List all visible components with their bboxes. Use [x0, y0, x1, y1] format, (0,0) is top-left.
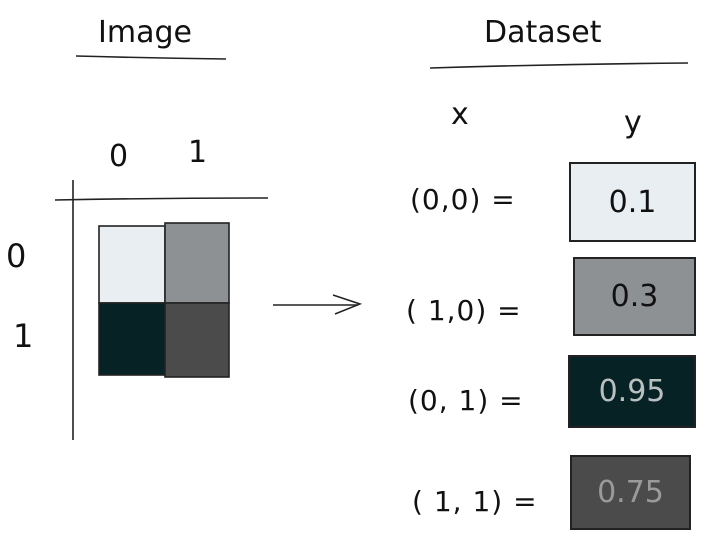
dataset-value: 0.95 — [598, 374, 666, 409]
image-col-label-0: 0 — [109, 139, 129, 174]
dataset-value-box: 0.75 — [570, 455, 691, 530]
pixel-cell-1-1 — [164, 302, 230, 378]
pixel-cell-1-0 — [164, 222, 230, 304]
image-title: Image — [98, 15, 192, 50]
dataset-row-coord: ( 1,0) = — [406, 294, 522, 327]
grid-horizontal-axis — [54, 197, 269, 201]
image-title-underline — [75, 55, 227, 60]
dataset-value-box: 0.1 — [569, 162, 696, 242]
image-col-label-1: 1 — [188, 135, 208, 170]
image-row-label-0: 0 — [6, 237, 27, 275]
dataset-row-coord: (0,0) = — [410, 183, 516, 216]
pixel-cell-0-0 — [98, 225, 166, 304]
image-row-label-1: 1 — [13, 317, 34, 355]
dataset-value-box: 0.95 — [568, 355, 696, 428]
dataset-col-x: x — [451, 97, 469, 132]
dataset-row-coord: ( 1, 1) = — [412, 485, 538, 518]
pixel-cell-0-1 — [98, 302, 166, 376]
dataset-value: 0.75 — [597, 475, 664, 510]
dataset-value: 0.3 — [610, 279, 659, 314]
dataset-title-underline — [429, 62, 689, 69]
dataset-title: Dataset — [484, 15, 602, 50]
arrow-icon — [273, 294, 363, 315]
dataset-row-coord: (0, 1) = — [408, 384, 524, 417]
dataset-value: 0.1 — [608, 184, 657, 220]
dataset-col-y: y — [624, 105, 642, 140]
dataset-value-box: 0.3 — [573, 257, 696, 336]
